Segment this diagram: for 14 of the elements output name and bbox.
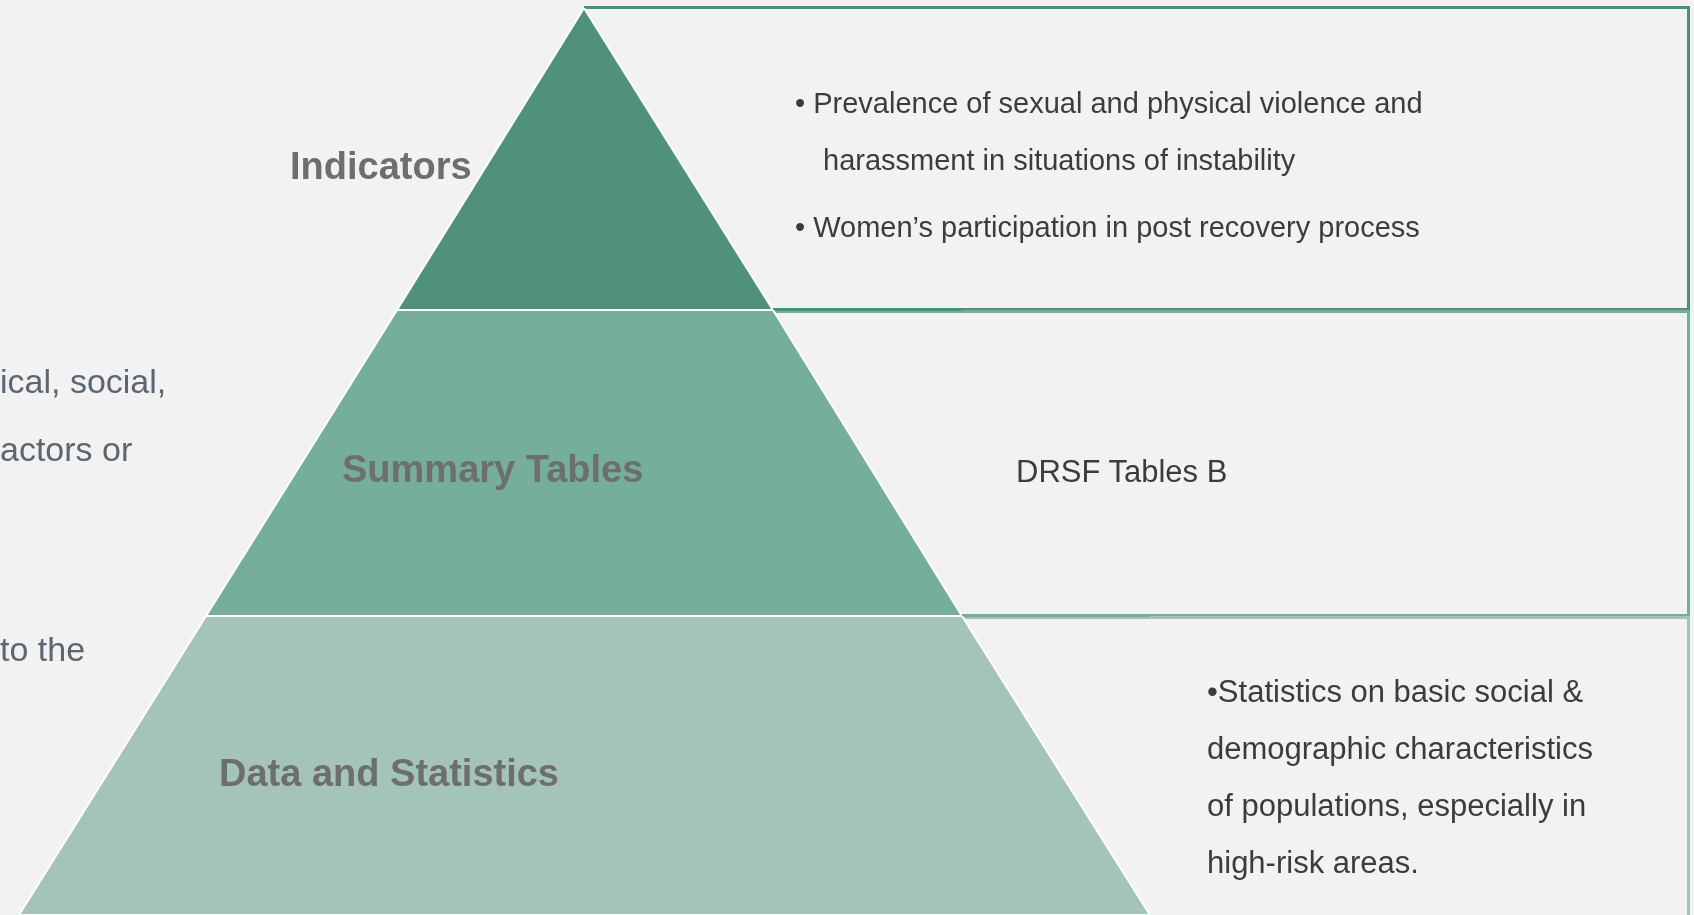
text-panel (773, 6, 1690, 311)
tier-label: Summary Tables (342, 448, 644, 491)
side-text: to the (0, 630, 86, 669)
panel-text: DRSF Tables B (1016, 453, 1229, 491)
bullet-item: • Prevalence of sexual and physical violence and harassment in situations of instability (795, 86, 1424, 178)
pyramid-tier (206, 310, 962, 616)
panel-text: •Statistics on basic social & demographic characteristics of populations, especially in high-risk areas. (1207, 673, 1594, 882)
text-panel (962, 310, 1690, 617)
tier-label: Indicators (290, 145, 472, 188)
tier-label: Data and Statistics (219, 752, 559, 795)
bullet-item: • Women’s participation in post recovery process (795, 210, 1421, 245)
text-panel (1150, 616, 1690, 915)
side-text: actors or (0, 430, 133, 469)
side-text: ical, social, (0, 362, 167, 401)
